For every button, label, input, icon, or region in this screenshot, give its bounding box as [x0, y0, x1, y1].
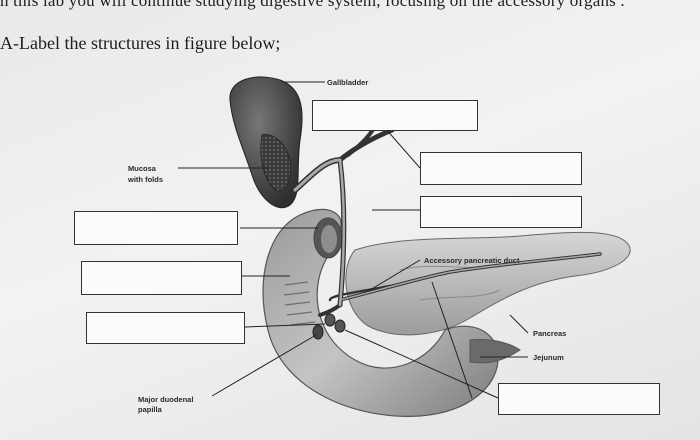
- label-major-duodenal-papilla: Major duodenal: [138, 395, 193, 404]
- label-accessory-pancreatic-duct: Accessory pancreatic duct: [424, 256, 519, 265]
- label-papilla: papilla: [138, 405, 162, 414]
- answer-box-5[interactable]: [81, 261, 242, 295]
- answer-box-4[interactable]: [74, 211, 238, 245]
- answer-box-1[interactable]: [312, 100, 478, 131]
- answer-box-7[interactable]: [498, 383, 660, 415]
- answer-box-3[interactable]: [420, 196, 582, 228]
- pancreas-shape: [346, 232, 630, 334]
- label-gallbladder: Gallbladder: [327, 78, 368, 87]
- label-mucosa-folds: with folds: [128, 175, 163, 184]
- label-mucosa: Mucosa: [128, 164, 156, 173]
- label-jejunum: Jejunum: [533, 353, 564, 362]
- answer-box-2[interactable]: [420, 152, 582, 185]
- label-pancreas: Pancreas: [533, 329, 566, 338]
- answer-box-6[interactable]: [86, 312, 245, 344]
